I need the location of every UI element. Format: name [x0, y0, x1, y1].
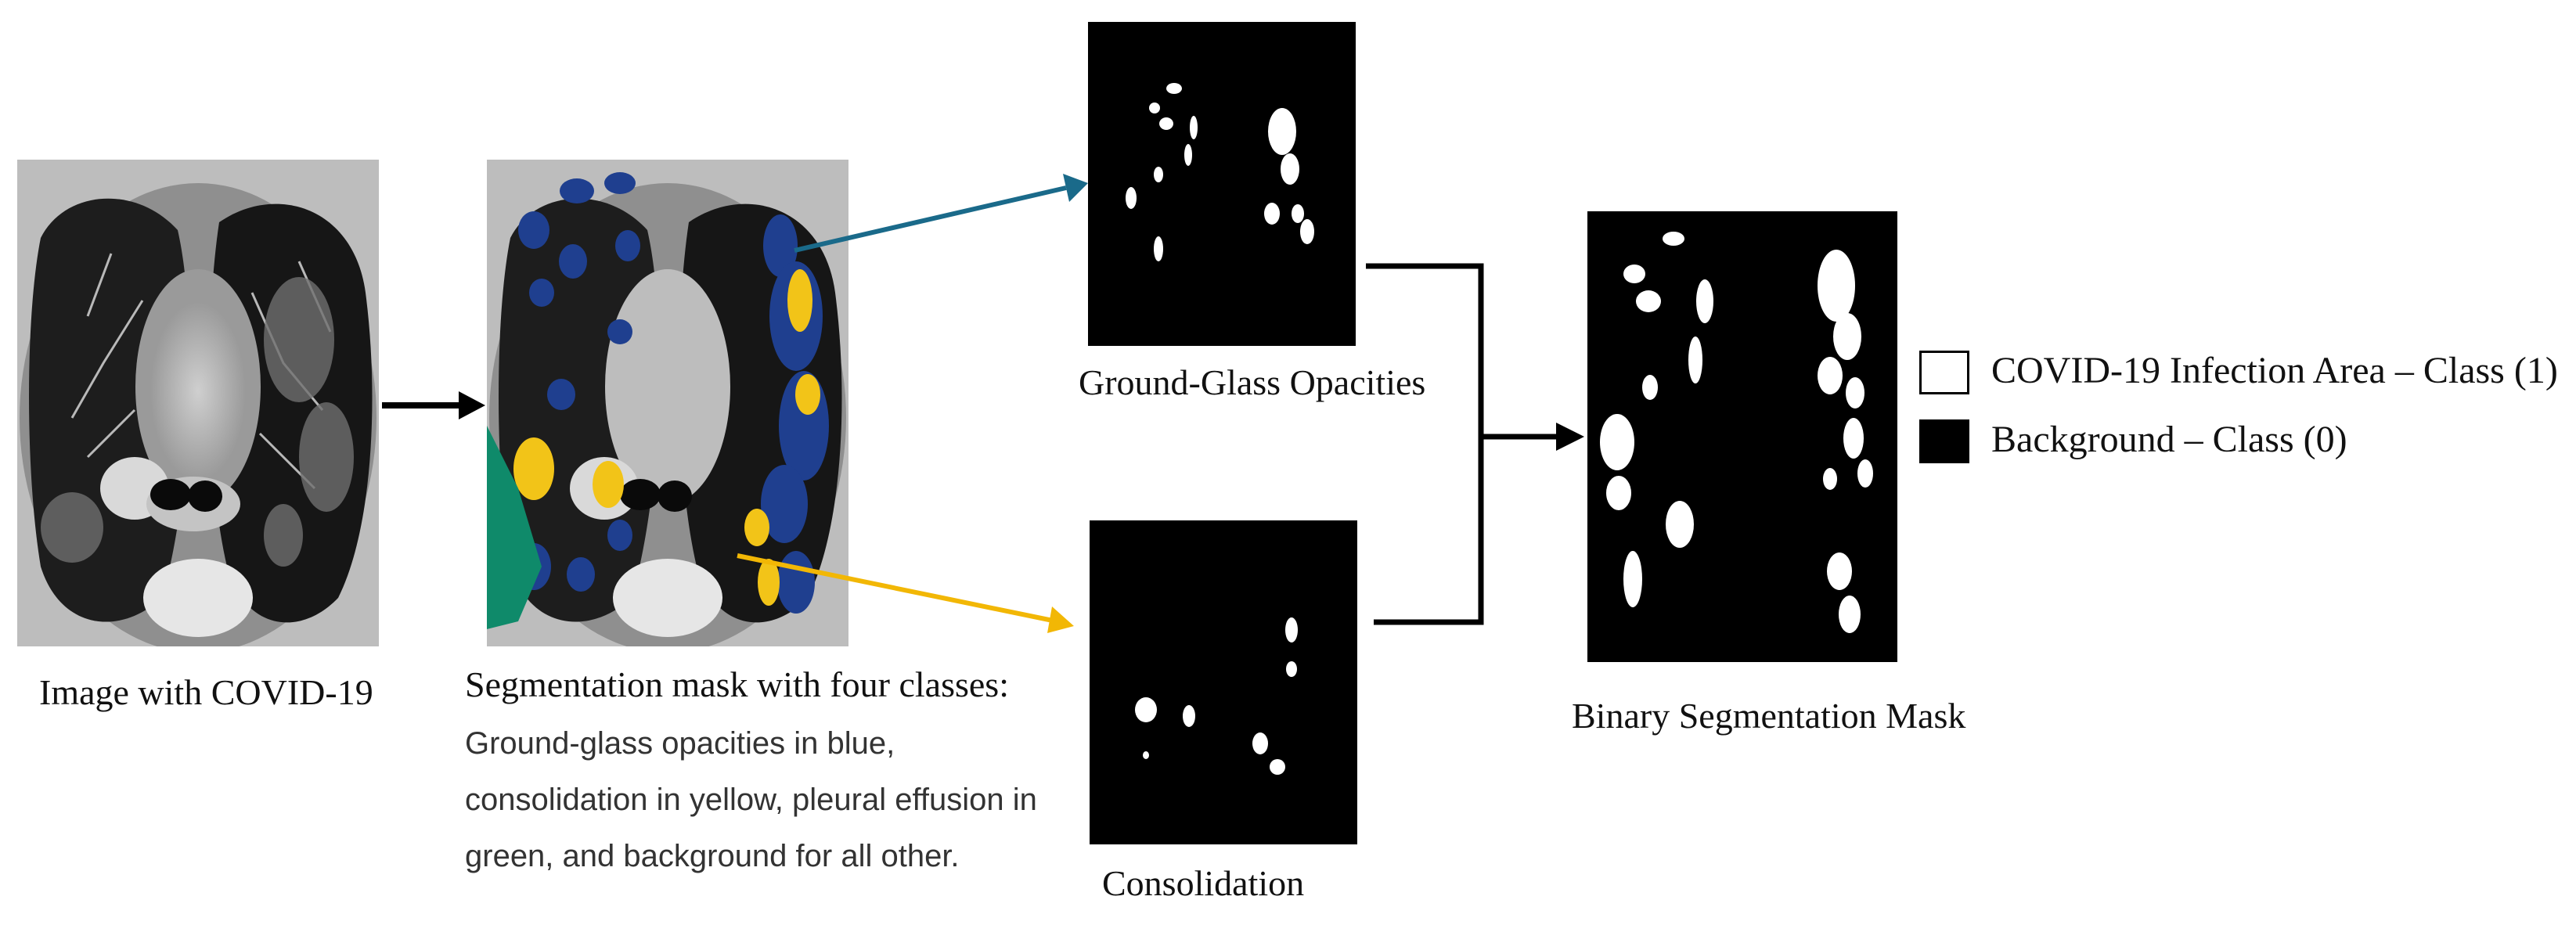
- ct-scan-image: [17, 160, 379, 646]
- binary-mask-image: [1587, 211, 1897, 662]
- legend-swatch-infection: [1919, 351, 1969, 394]
- pleural-effusion-region: [487, 426, 542, 629]
- consolidation-mask-image: [1090, 520, 1357, 844]
- consolidation-panel-caption: Consolidation: [1102, 863, 1305, 903]
- legend-swatch-background: [1919, 419, 1969, 463]
- segmentation-desc-line-2: consolidation in yellow, pleural effusio…: [465, 783, 1037, 817]
- legend-label-infection: COVID-19 Infection Area – Class (1): [1991, 350, 2558, 391]
- segmentation-desc-line-1: Ground-glass opacities in blue,: [465, 726, 895, 761]
- input-panel-caption: Image with COVID-19: [39, 672, 373, 712]
- arrow-to-consolidation: [737, 553, 1074, 633]
- ggo-panel-caption: Ground-Glass Opacities: [1079, 362, 1426, 402]
- arrow-to-ggo: [794, 174, 1088, 253]
- segmentation-desc-line-3: green, and background for all other.: [465, 839, 960, 873]
- binary-panel-caption: Binary Segmentation Mask: [1572, 696, 1966, 736]
- arrow-to-binary-mask: [1556, 423, 1584, 451]
- merge-connector: [1366, 263, 1558, 625]
- legend-label-background: Background – Class (0): [1991, 419, 2347, 460]
- segmentation-panel-caption: Segmentation mask with four classes:: [465, 664, 1009, 704]
- ggo-mask-image: [1088, 22, 1356, 346]
- consolidation-regions: [513, 269, 820, 606]
- arrow-image-to-mask: [382, 391, 485, 419]
